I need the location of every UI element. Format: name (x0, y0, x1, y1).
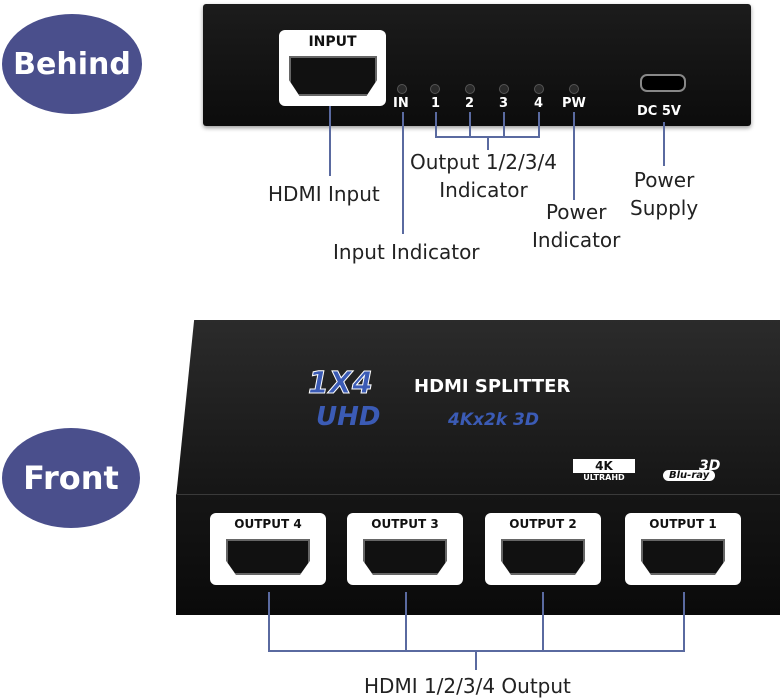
input-indicator-led (397, 84, 407, 94)
output-1-label: OUTPUT 1 (649, 517, 717, 531)
dc-power-jack (640, 74, 686, 92)
output-3-label: OUTPUT 3 (371, 517, 439, 531)
output-indicator-line2: Indicator (439, 178, 528, 202)
behind-badge: Behind (2, 14, 142, 114)
front-badge: Front (2, 428, 140, 528)
subtitle-uhd: UHD (316, 402, 381, 432)
subtitle-resolution: 4Kx2k 3D (448, 410, 539, 430)
logo-4k-mark: 4K (573, 459, 635, 473)
logo-4k: 4K ULTRAHD (573, 459, 635, 483)
front-badge-label: Front (23, 459, 119, 497)
hdmi-input-leader (329, 106, 331, 176)
title-hdmi-splitter: HDMI SPLITTER (414, 376, 571, 397)
output-1-frame: OUTPUT 1 (625, 513, 741, 585)
silk-dc: DC 5V (637, 104, 681, 119)
logo-bluray-mark: Blu-ray (663, 470, 716, 481)
output-3-leader (405, 592, 407, 652)
power-supply-callout: Power Supply (630, 166, 698, 222)
hdmi-output-callout: HDMI 1/2/3/4 Output (364, 674, 571, 698)
silk-2: 2 (465, 96, 475, 111)
logo-3d-bluray: 3D Blu-ray (655, 458, 745, 486)
power-led (569, 84, 579, 94)
output-4-frame: OUTPUT 4 (210, 513, 326, 585)
hdmi-output-4-port (226, 539, 310, 575)
power-indicator-line2: Indicator (532, 228, 621, 252)
silk-pw: PW (562, 96, 586, 111)
silk-3: 3 (499, 96, 509, 111)
silk-1: 1 (431, 96, 441, 111)
input-indicator-leader (402, 112, 404, 234)
power-indicator-leader (573, 112, 575, 200)
outputs-stem (487, 136, 489, 150)
output-3-leader (503, 112, 505, 138)
output-3-led (499, 84, 509, 94)
input-port-frame: INPUT (279, 30, 386, 106)
silk-4: 4 (534, 96, 544, 111)
output-2-led (465, 84, 475, 94)
output-4-leader (538, 112, 540, 138)
output-2-leader (469, 112, 471, 138)
hdmi-input-callout: HDMI Input (268, 182, 380, 206)
hdmi-output-2-port (501, 539, 585, 575)
hdmi-input-port (289, 56, 377, 96)
outputs-front-stem (475, 650, 477, 670)
back-panel: INPUT IN 1 2 3 4 PW DC 5V (203, 4, 751, 126)
power-supply-leader (663, 122, 665, 166)
output-4-leader (268, 592, 270, 652)
power-supply-line2: Supply (630, 196, 699, 220)
input-indicator-callout: Input Indicator (333, 240, 480, 264)
logo-ultrahd-text: ULTRAHD (583, 473, 625, 482)
title-1x4: 1X4 (308, 366, 374, 402)
output-4-label: OUTPUT 4 (234, 517, 302, 531)
hdmi-output-1-port (641, 539, 725, 575)
splitter-top (176, 320, 780, 498)
input-port-label: INPUT (308, 34, 357, 50)
output-indicator-line1: Output 1/2/3/4 (410, 150, 557, 174)
output-1-led (430, 84, 440, 94)
output-2-label: OUTPUT 2 (509, 517, 577, 531)
output-2-leader (542, 592, 544, 652)
behind-badge-label: Behind (13, 46, 131, 82)
power-indicator-line1: Power (545, 200, 607, 224)
output-indicator-callout: Output 1/2/3/4 Indicator (410, 148, 557, 204)
power-indicator-callout: Power Indicator (532, 198, 620, 254)
silk-in: IN (393, 96, 409, 111)
output-4-led (534, 84, 544, 94)
output-3-frame: OUTPUT 3 (347, 513, 463, 585)
hdmi-output-3-port (363, 539, 447, 575)
output-1-leader (435, 112, 437, 138)
output-1-leader (683, 592, 685, 652)
power-supply-line1: Power (633, 168, 695, 192)
output-2-frame: OUTPUT 2 (485, 513, 601, 585)
